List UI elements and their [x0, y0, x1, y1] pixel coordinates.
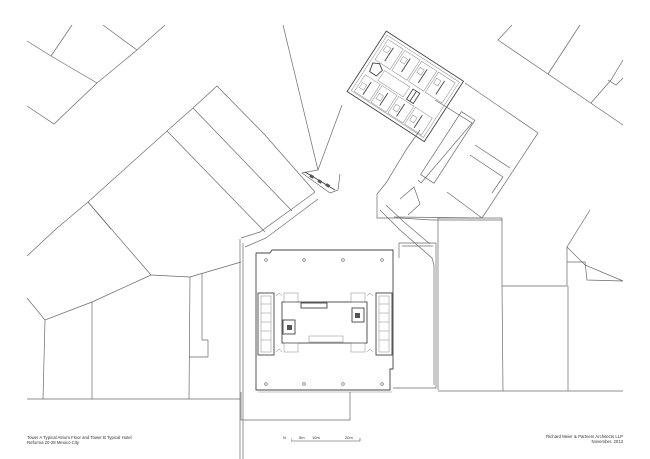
tower-b-hotel-plan	[346, 30, 465, 143]
ramp-block	[282, 24, 343, 194]
scale-bar: N 5m 10m 20m	[283, 435, 363, 443]
scale-tick-5m: 5m	[299, 435, 305, 440]
hotel-core	[369, 62, 421, 105]
scale-bar-line	[291, 438, 361, 442]
neighbor-parcels-top-left	[26, 24, 166, 125]
firm-name: Richard Meier & Partners Architects LLP	[546, 434, 623, 439]
core-left	[257, 292, 299, 356]
hotel-rooms-bottom	[353, 74, 433, 136]
drawing-title: Tower A Typical Atrium Floor and Tower B…	[27, 435, 132, 440]
drawing-date: November, 2013	[591, 439, 623, 444]
architect-block: Richard Meier & Partners Architects LLP …	[546, 434, 623, 444]
scale-tick-20m: 20m	[345, 435, 353, 440]
tower-a-atrium-floor	[255, 249, 394, 393]
structural-columns	[264, 258, 384, 386]
adjacent-building-east	[376, 82, 539, 385]
drawing-title-block: Tower A Typical Atrium Floor and Tower B…	[27, 435, 132, 445]
corridor-left	[239, 191, 319, 459]
neighbor-parcels-bottom-right	[393, 209, 624, 392]
hotel-rooms-top	[374, 39, 456, 104]
neighbor-parcels-top-right	[497, 24, 624, 126]
project-location: Reforma 20-28 Mexico City	[27, 440, 80, 445]
neighbor-block-diagonal	[26, 85, 316, 400]
core-right	[350, 292, 393, 356]
podium-outline	[240, 392, 351, 421]
north-arrow-icon: N	[283, 435, 286, 440]
scale-tick-10m: 10m	[312, 435, 320, 440]
